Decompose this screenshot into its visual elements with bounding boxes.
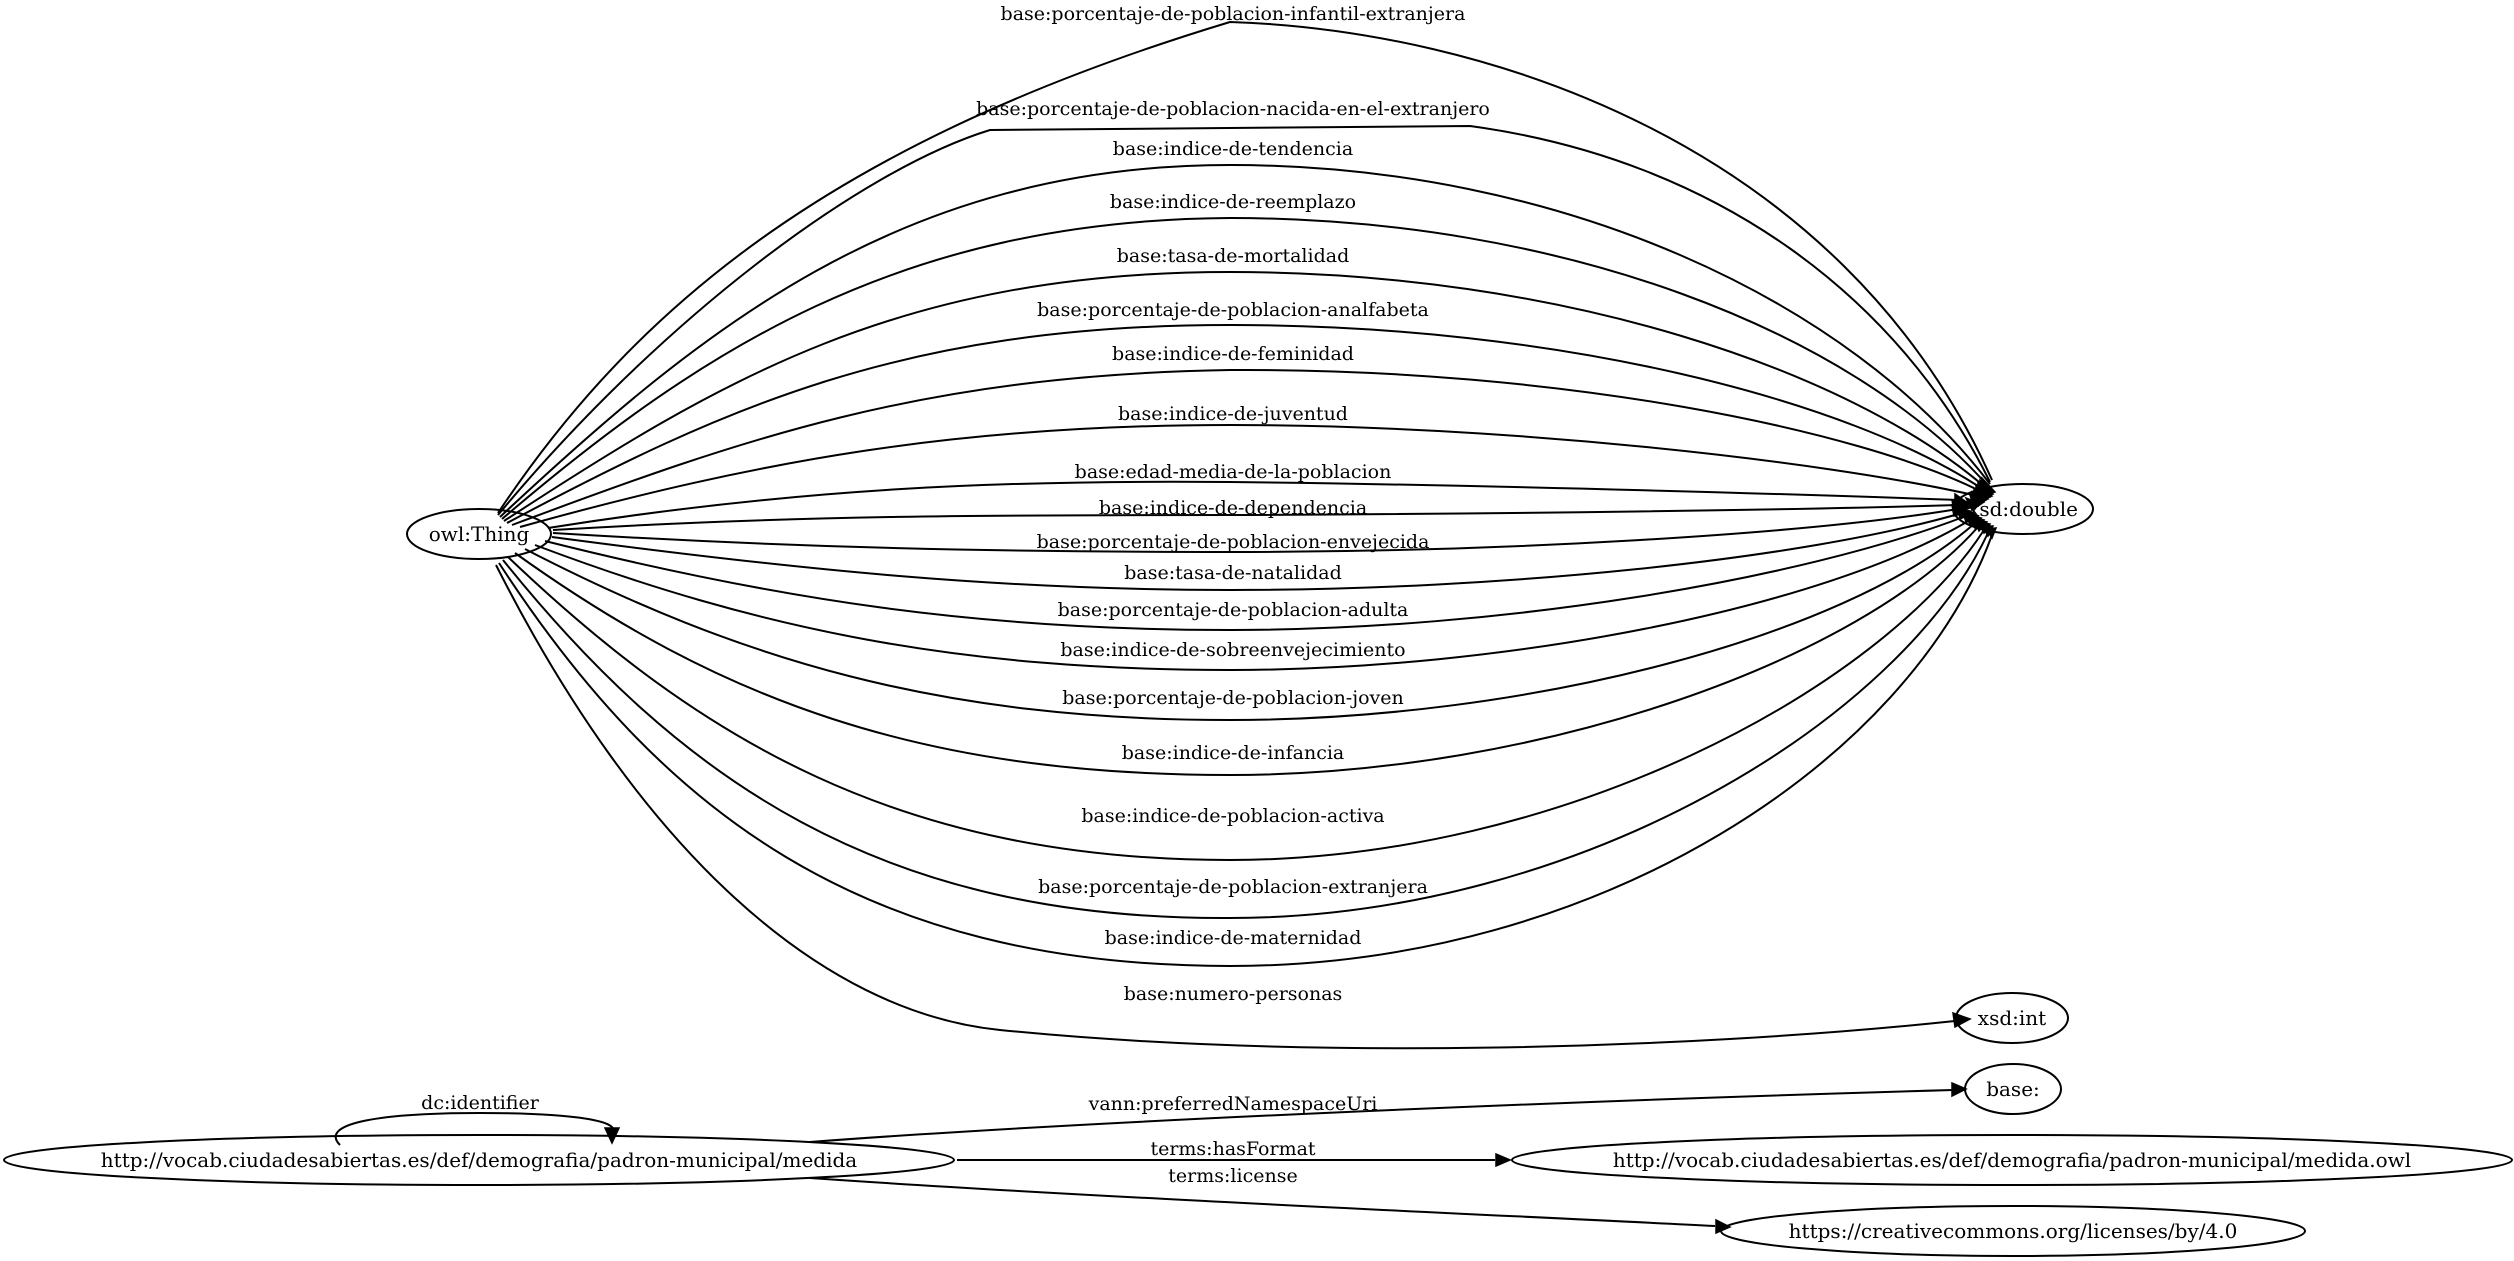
edge-label-dependencia: base:indice-de-dependencia: [1099, 497, 1367, 519]
edge-label-joven: base:porcentaje-de-poblacion-joven: [1062, 687, 1404, 709]
edge-identifier-loop: [334, 1111, 614, 1146]
edge-label-edad-media: base:edad-media-de-la-poblacion: [1075, 461, 1392, 483]
edge-extranjera: [502, 532, 1989, 920]
node-medida-owl[interactable]: http://vocab.ciudadesabiertas.es/def/dem…: [1511, 1134, 2513, 1186]
edge-license: [809, 1177, 1716, 1227]
edge-labels: base:porcentaje-de-poblacion-infantil-ex…: [421, 3, 1490, 1187]
edge-juventud: [519, 423, 1979, 528]
edge-envejecida: [552, 508, 1959, 554]
edge-label-extranjera: base:porcentaje-de-poblacion-extranjera: [1038, 876, 1428, 898]
node-license[interactable]: https://creativecommons.org/licenses/by/…: [1720, 1205, 2306, 1257]
edge-label-analfabeta: base:porcentaje-de-poblacion-analfabeta: [1037, 299, 1429, 321]
edge-infancia: [514, 526, 1979, 777]
node-label: http://vocab.ciudadesabiertas.es/def/dem…: [1613, 1148, 2411, 1172]
node-owl-thing[interactable]: owl:Thing: [406, 508, 552, 560]
edge-label-maternidad: base:indice-de-maternidad: [1105, 927, 1362, 949]
edge-label-infantil-extranjera: base:porcentaje-de-poblacion-infantil-ex…: [1001, 3, 1466, 25]
edge-label-namespace-uri: vann:preferredNamespaceUri: [1088, 1093, 1378, 1115]
arrowhead-has-format: [1495, 1152, 1512, 1168]
edge-maternidad: [498, 534, 1993, 968]
node-label: http://vocab.ciudadesabiertas.es/def/dem…: [101, 1148, 858, 1172]
edge-label-juventud: base:indice-de-juventud: [1118, 403, 1348, 425]
arrowhead-namespace-uri: [1951, 1081, 1968, 1098]
node-label: xsd:int: [1978, 1006, 2046, 1030]
node-xsd-int[interactable]: xsd:int: [1955, 992, 2069, 1044]
edge-sobreenvejecimiento: [534, 519, 1971, 672]
edge-label-mortalidad: base:tasa-de-mortalidad: [1117, 245, 1349, 267]
edge-feminidad: [511, 368, 1983, 526]
edge-joven: [524, 523, 1975, 722]
edge-label-sobreenvejecimiento: base:indice-de-sobreenvejecimiento: [1060, 639, 1405, 661]
edge-label-has-format: terms:hasFormat: [1150, 1138, 1315, 1160]
edge-dependencia: [552, 504, 1959, 531]
node-label: owl:Thing: [429, 522, 530, 546]
edge-mortalidad: [503, 270, 1987, 522]
edge-label-numero-personas: base:numero-personas: [1124, 983, 1343, 1005]
edge-reemplazo: [501, 216, 1989, 520]
edge-label-envejecida: base:porcentaje-de-poblacion-envejecida: [1037, 531, 1430, 553]
node-xsd-double[interactable]: xsd:double: [1952, 483, 2094, 535]
edge-adulta: [544, 515, 1967, 632]
node-base[interactable]: base:: [1964, 1063, 2062, 1115]
edge-poblacion-activa: [507, 529, 1985, 862]
node-label: base:: [1986, 1077, 2040, 1101]
node-label: xsd:double: [1968, 497, 2078, 521]
edge-infantil-extranjera: [497, 20, 1993, 514]
edge-label-infancia: base:indice-de-infancia: [1122, 742, 1345, 764]
edge-label-nacida-extranjero: base:porcentaje-de-poblacion-nacida-en-e…: [976, 98, 1490, 120]
edge-label-poblacion-activa: base:indice-de-poblacion-activa: [1081, 805, 1384, 827]
edge-namespace-uri: [809, 1089, 1954, 1143]
edge-label-reemplazo: base:indice-de-reemplazo: [1110, 191, 1356, 213]
edge-label-identifier: dc:identifier: [421, 1092, 540, 1114]
edge-label-adulta: base:porcentaje-de-poblacion-adulta: [1058, 599, 1409, 621]
edge-label-license: terms:license: [1168, 1165, 1297, 1187]
edge-tendencia: [499, 163, 1991, 518]
node-label: https://creativecommons.org/licenses/by/…: [1789, 1219, 2238, 1243]
edge-natalidad: [551, 512, 1963, 592]
edge-nacida-extranjero: [497, 124, 1991, 516]
edge-numero-personas: [495, 564, 1956, 1050]
node-medida[interactable]: http://vocab.ciudadesabiertas.es/def/dem…: [3, 1134, 955, 1186]
edge-label-natalidad: base:tasa-de-natalidad: [1124, 562, 1342, 584]
edge-label-feminidad: base:indice-de-feminidad: [1112, 343, 1354, 365]
edge-edad-media: [547, 480, 1961, 529]
edge-label-tendencia: base:indice-de-tendencia: [1113, 138, 1353, 160]
arrowhead-license: [1715, 1218, 1732, 1235]
edge-analfabeta: [506, 323, 1985, 524]
